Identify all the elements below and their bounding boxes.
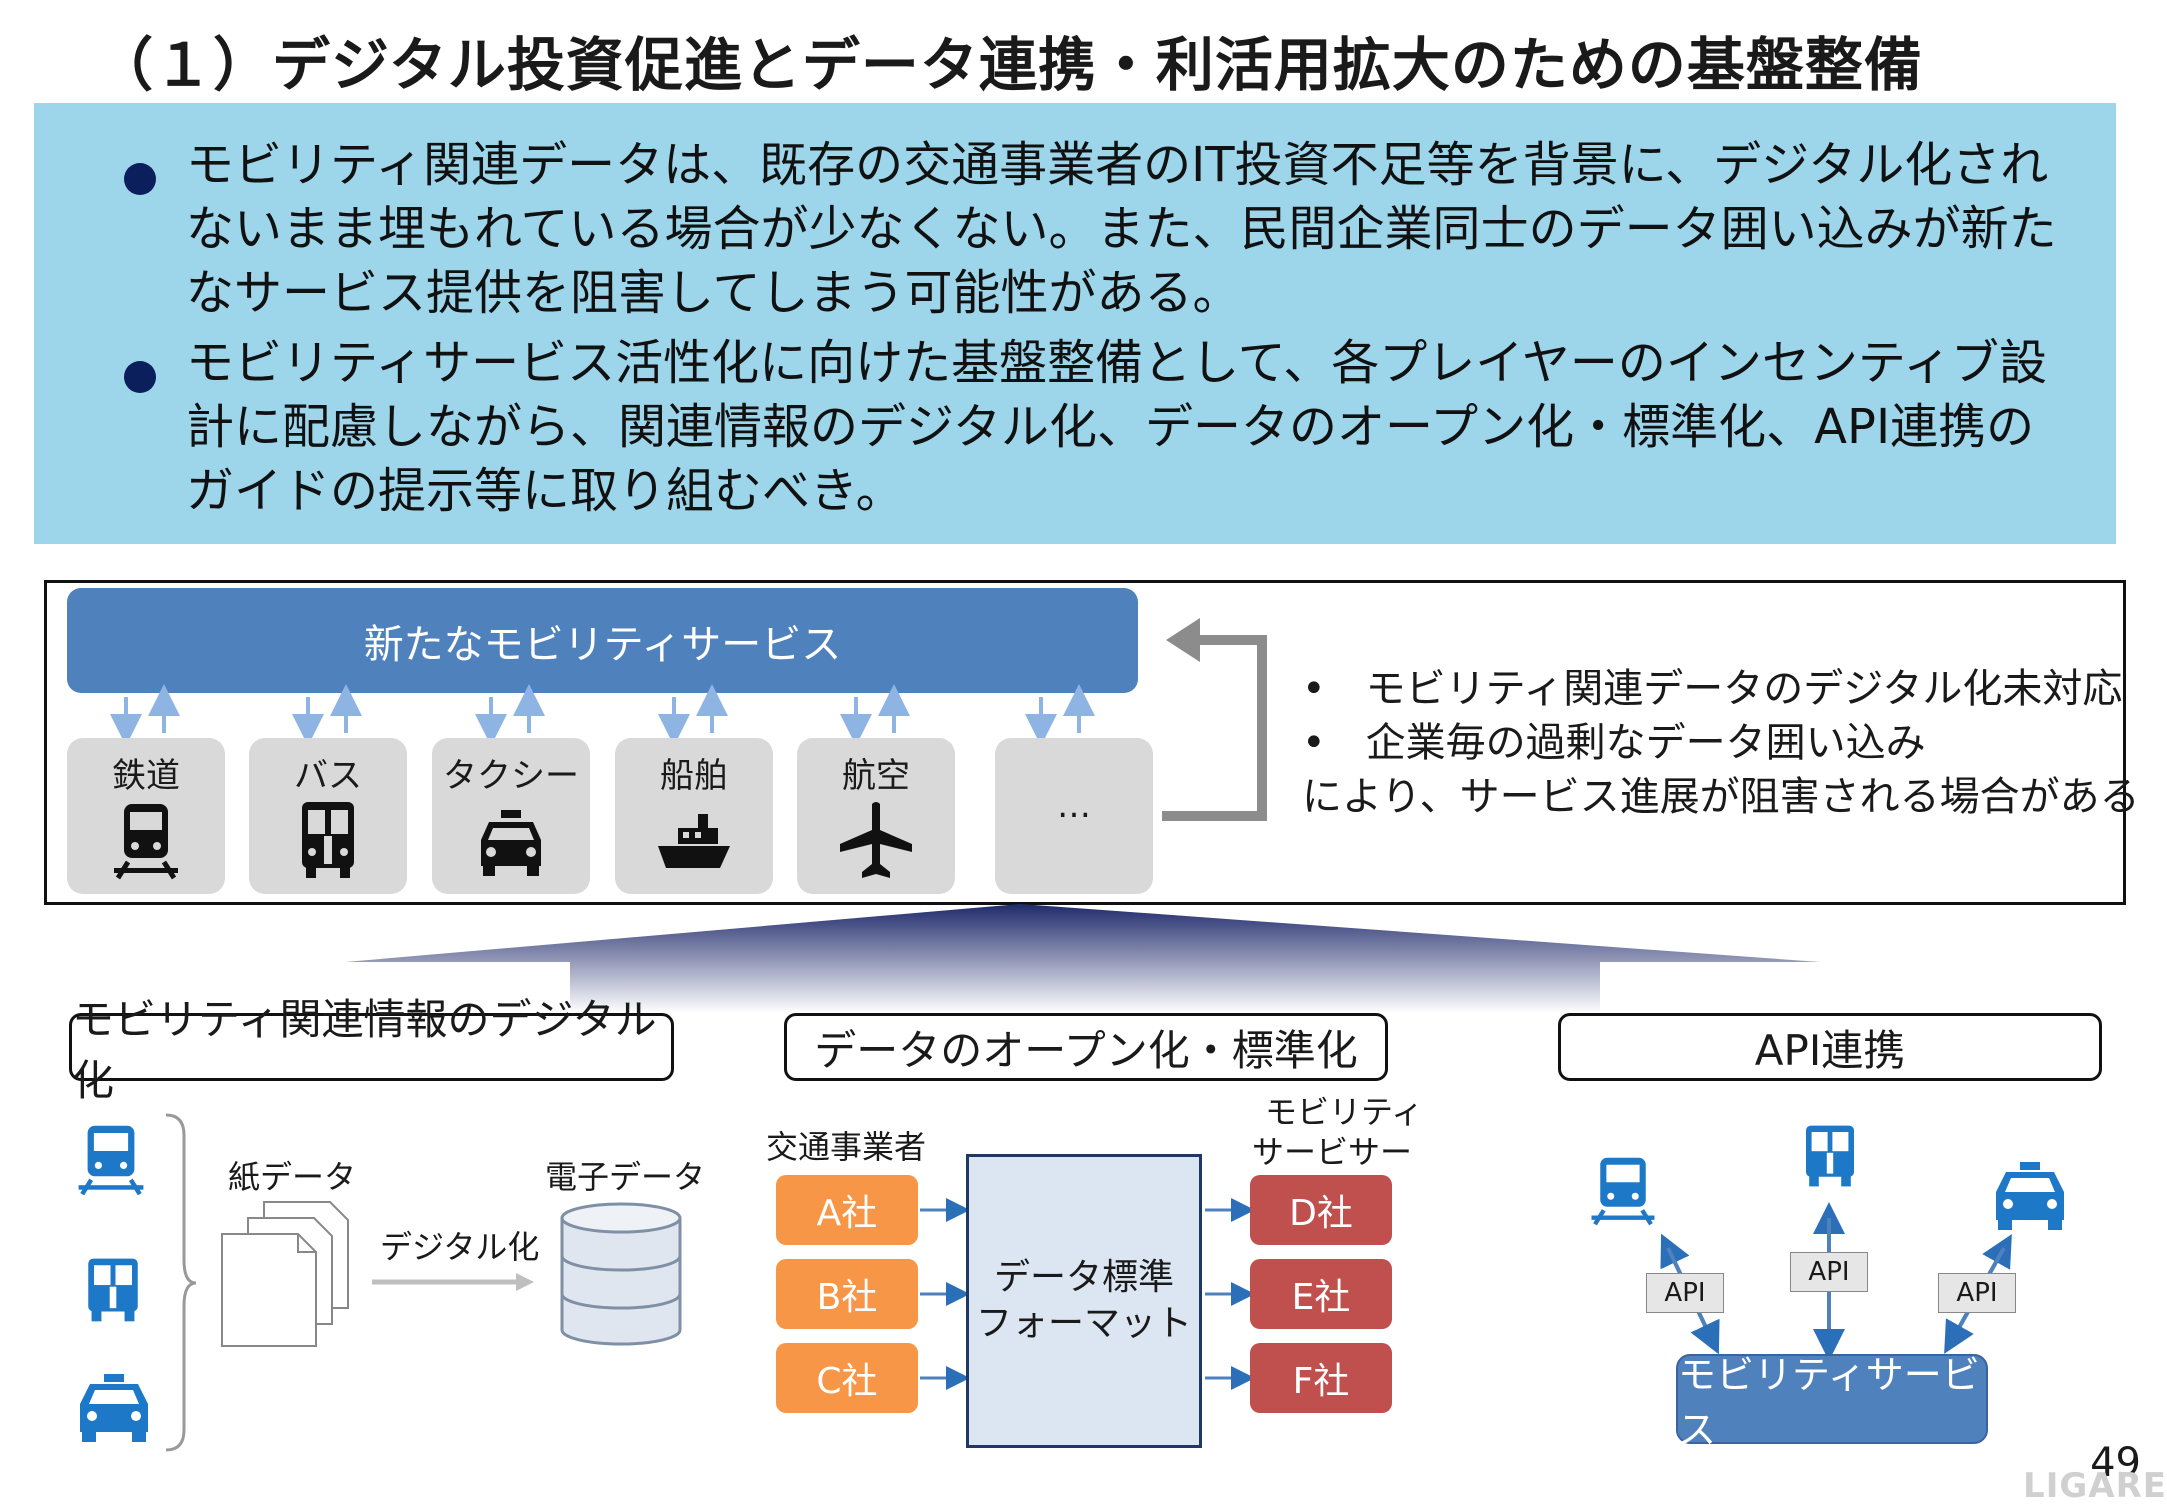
api-tag: API — [1790, 1252, 1868, 1292]
api-tag: API — [1646, 1273, 1724, 1313]
mode-tile-air: 航空 — [797, 738, 955, 894]
mode-label: タクシー — [443, 756, 579, 796]
mobility-service-box: モビリティサービス — [1676, 1353, 1988, 1452]
section-header-digitization: モビリティ関連情報のデジタル化 — [69, 995, 674, 1105]
paper-documents-icon — [221, 1201, 349, 1347]
digital-data-label: 電子データ — [545, 1158, 706, 1196]
bullet-text: モビリティ関連データは、既存の交通事業者のIT投資不足等を背景に、デジタル化され… — [186, 137, 2057, 321]
operator-company: A社 — [776, 1175, 918, 1245]
train-icon — [1591, 1157, 1655, 1226]
mode-tile-bus: バス — [249, 738, 407, 894]
mode-label: 船舶 — [660, 756, 728, 796]
more-ellipsis: … — [1057, 786, 1091, 826]
section-header-api: API連携 — [1558, 1013, 2102, 1081]
summary-box: モビリティ関連データは、既存の交通事業者のIT投資不足等を背景に、デジタル化され… — [34, 103, 2116, 544]
problem-note: • モビリティ関連データのデジタル化未対応 — [1302, 666, 2123, 712]
mode-tile-taxi: タクシー — [432, 738, 590, 894]
operator-company: B社 — [776, 1259, 918, 1329]
new-mobility-service-bar: 新たなモビリティサービス — [67, 588, 1138, 693]
bullet-dot — [124, 361, 156, 393]
mode-tile-more: … — [995, 738, 1153, 894]
taxi-icon — [1996, 1162, 2064, 1230]
mode-label: 航空 — [842, 756, 910, 796]
bus-icon — [1806, 1125, 1854, 1187]
bullet-dot — [124, 163, 156, 195]
operator-company: C社 — [776, 1343, 918, 1413]
section-header-standardization: データのオープン化・標準化 — [784, 1013, 1388, 1081]
bullet-text: モビリティサービス活性化に向けた基盤整備として、各プレイヤーのインセンティブ設計… — [186, 335, 2047, 519]
taxi-icon — [80, 1374, 148, 1442]
mode-tile-train: 鉄道 — [67, 738, 225, 894]
providers-label: モビリティ — [1265, 1093, 1424, 1131]
provider-company: D社 — [1250, 1175, 1392, 1245]
provider-company: F社 — [1250, 1343, 1392, 1413]
format-label: データ標準 — [993, 1257, 1174, 1298]
mode-label: 鉄道 — [112, 756, 180, 796]
provider-company: E社 — [1250, 1259, 1392, 1329]
bus-icon — [302, 802, 354, 878]
watermark: LIGARE — [2023, 1466, 2167, 1506]
problem-panel — [44, 580, 2126, 905]
ship-icon — [658, 814, 730, 868]
page-title: （１）デジタル投資促進とデータ連携・利活用拡大のための基盤整備 — [95, 31, 1923, 99]
digitization-arrow-label: デジタル化 — [380, 1228, 540, 1266]
paper-data-label: 紙データ — [228, 1158, 357, 1196]
providers-label: サービサー — [1252, 1133, 1413, 1171]
operators-label: 交通事業者 — [766, 1128, 927, 1166]
train-icon — [78, 1125, 144, 1196]
train-icon — [114, 804, 178, 880]
problem-conclusion: により、サービス進展が阻害される場合がある — [1302, 774, 2140, 820]
taxi-icon — [481, 810, 541, 876]
database-icon — [560, 1202, 682, 1346]
format-label: フォーマット — [975, 1303, 1192, 1344]
mode-tile-ship: 船舶 — [615, 738, 773, 894]
page-number: 49 — [2090, 1440, 2141, 1486]
bus-icon — [88, 1258, 138, 1322]
airplane-icon — [840, 802, 912, 878]
standard-format-box: データ標準 フォーマット — [966, 1154, 1202, 1448]
mode-label: バス — [294, 756, 362, 796]
problem-note: • 企業毎の過剰なデータ囲い込み — [1302, 720, 1926, 766]
api-tag: API — [1938, 1273, 2016, 1313]
